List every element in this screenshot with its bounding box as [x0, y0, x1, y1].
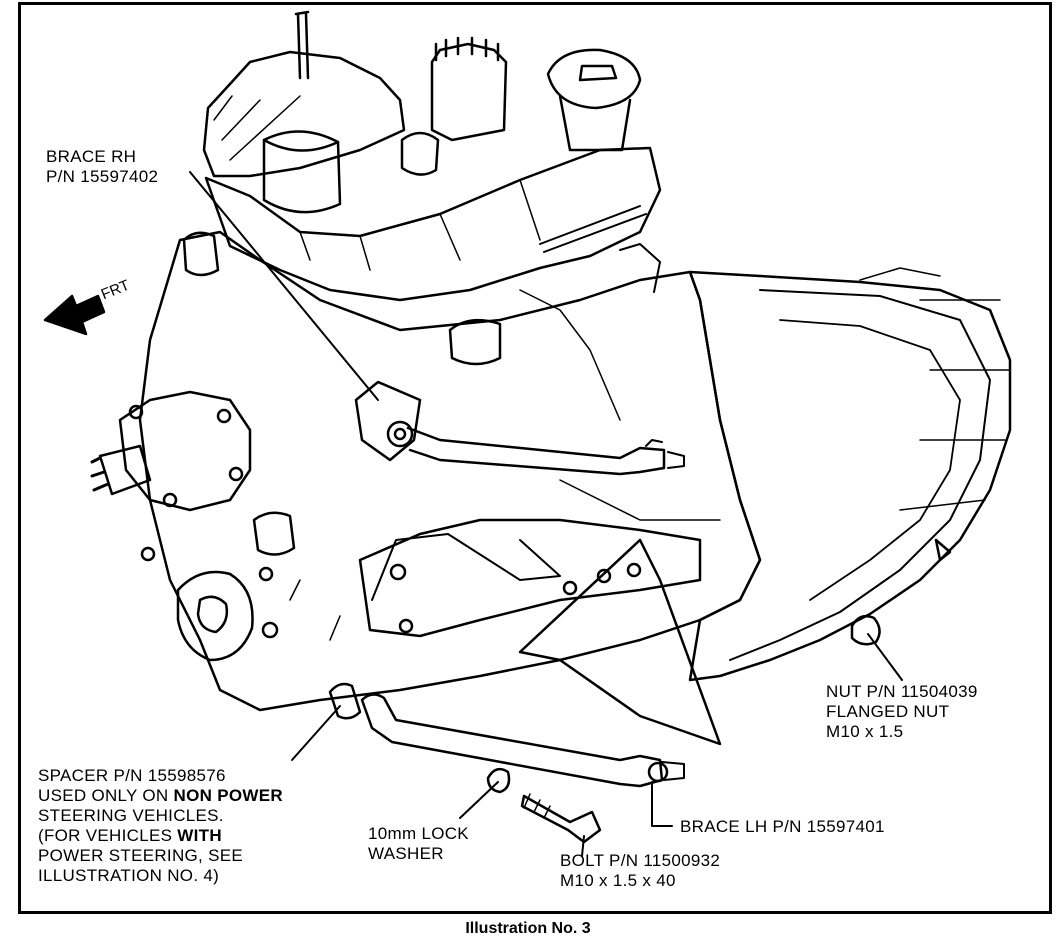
oil-cap-right: [546, 48, 642, 110]
label-nut: NUT P/N 11504039 FLANGED NUT M10 x 1.5: [826, 682, 978, 741]
intake-manifold: [204, 146, 662, 302]
oil-cap-left: [262, 130, 342, 214]
leader-spacer: [291, 705, 341, 761]
support-plate: [518, 538, 722, 746]
leader-bolt: [581, 835, 585, 857]
brace-rh-rod: [406, 426, 666, 476]
label-bolt: BOLT P/N 11500932 M10 x 1.5 x 40: [560, 851, 721, 890]
label-spacer: SPACER P/N 15598576 USED ONLY ON NON POW…: [38, 766, 283, 885]
label-lock-washer: 10mm LOCK WASHER: [368, 824, 469, 863]
flanged-nut: [850, 615, 881, 646]
leader-lock-washer: [459, 781, 499, 819]
crank-pulley: [176, 570, 254, 662]
leader-nut: [867, 633, 903, 681]
water-pump: [118, 390, 252, 512]
brace-rh-bracket: [354, 380, 422, 462]
bolt: [520, 794, 602, 844]
label-brace-lh: BRACE LH P/N 15597401: [680, 817, 885, 836]
figure-caption: Illustration No. 3: [465, 920, 591, 937]
leader-brace-lh: [651, 781, 673, 827]
engine-block: [138, 230, 762, 712]
brace-lh-rod: [360, 693, 664, 788]
front-arrow-icon: [43, 294, 106, 336]
oil-pan: [358, 518, 702, 638]
diagram-frame: [18, 2, 1052, 914]
transmission: [688, 270, 1012, 682]
distributor: [430, 42, 508, 142]
dipstick: [294, 10, 310, 80]
valve-cover-left: [202, 50, 406, 178]
leader-brace-rh: [189, 171, 379, 401]
spacer: [328, 682, 362, 720]
label-brace-rh: BRACE RH P/N 15597402: [46, 147, 159, 186]
